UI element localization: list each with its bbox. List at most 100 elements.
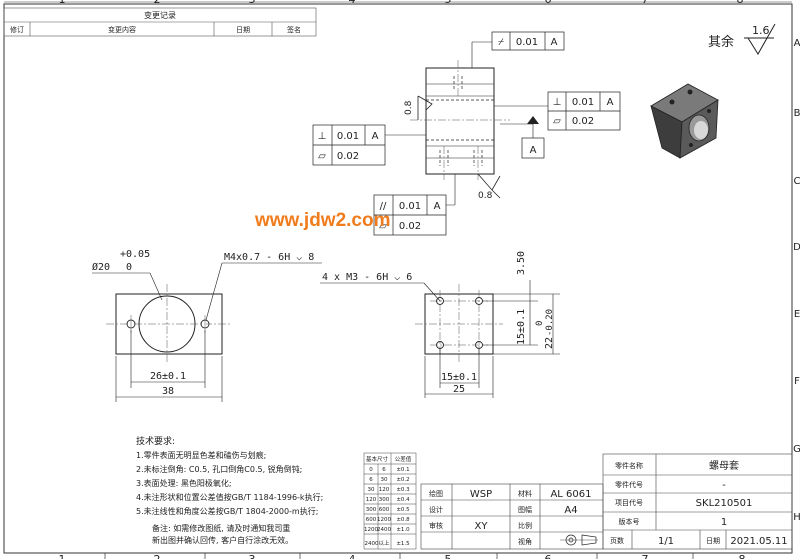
zone-top-6: 6: [545, 0, 552, 6]
left-dim-inner: 26±0.1: [150, 371, 186, 382]
fcf-bottom: // 0.01 A ▱ 0.02: [373, 194, 447, 236]
zone-top-8: 8: [737, 0, 744, 6]
right-view: 4 x M3 - 6H ⌵ 6 3.50 15±0.1 22 0 -0.20 1…: [320, 251, 560, 398]
fcf-bottom-1-symbol: //: [380, 201, 387, 212]
zone-right-g: G: [793, 444, 800, 455]
zone-top-7: 7: [642, 0, 649, 6]
surface-finish-prefix: 其余: [708, 34, 734, 50]
left-thread-note: M4x0.7 - 6H ⌵ 8: [224, 252, 314, 263]
tol-r7-from: 2400以上: [365, 539, 390, 547]
tol-r3-val: ±0.4: [396, 497, 410, 503]
surface-finish-symbol-icon: [744, 23, 776, 55]
zone-right-e: E: [794, 309, 800, 320]
tech-note-2: 2.未标注倒角: C0.5, 孔口倒角C0.5, 锐角倒钝;: [136, 464, 302, 474]
fcf-right-1-datum: A: [607, 97, 614, 108]
tol-r6-from: 1200: [364, 527, 378, 533]
tb-part-code: -: [722, 480, 726, 491]
fcf-left-2-symbol: ▱: [318, 151, 326, 162]
zone-bottom-6: 6: [545, 553, 552, 559]
tol-r1-to: 30: [381, 477, 388, 483]
watermark: www.jdw2.com: [254, 210, 391, 231]
datum-label: A: [530, 145, 537, 156]
tb-drawer: WSP: [470, 489, 492, 500]
right-dim-bottom-inner: 15±0.1: [441, 372, 477, 383]
tb-label-version: 版本号: [619, 517, 640, 526]
tol-header-size: 基本尺寸: [366, 455, 389, 463]
revision-header-content: 变更内容: [108, 25, 136, 34]
tol-r0-val: ±0.1: [396, 467, 409, 473]
zone-top-1: 1: [59, 0, 66, 6]
fcf-right-1-tol: 0.01: [572, 97, 594, 108]
tol-r0-from: 0: [369, 467, 373, 473]
tb-label-size: 图幅: [518, 505, 532, 514]
tb-label-material: 材料: [518, 489, 532, 498]
fcf-right-2-tol: 0.02: [572, 116, 594, 127]
projection-symbol-icon: [560, 534, 598, 546]
tb-label-view: 视角: [518, 537, 532, 546]
right-thread-note: 4 x M3 - 6H ⌵ 6: [322, 272, 412, 283]
tol-r4-from: 300: [366, 507, 377, 513]
tech-notes-title: 技术要求:: [136, 435, 175, 447]
roughness-right-value: 0.8: [478, 191, 493, 201]
zone-right-b: B: [794, 108, 800, 119]
tol-r0-to: 6: [382, 467, 386, 473]
zone-bottom-2: 2: [154, 553, 161, 559]
tb-part-name: 螺母套: [709, 459, 739, 472]
tb-label-part-code: 零件代号: [615, 480, 643, 489]
zone-numbers-top: 1 2 3 4 5 6 7 8: [59, 0, 744, 6]
tech-note-1: 1.零件表面无明显色差和磕伤与划痕;: [136, 450, 266, 460]
zone-bottom-1: 1: [59, 553, 66, 559]
tb-material: AL 6061: [550, 489, 591, 500]
tb-label-date: 日期: [706, 537, 720, 545]
tol-r2-from: 30: [368, 487, 375, 493]
tol-r4-val: ±0.5: [396, 507, 410, 513]
tol-r2-to: 120: [379, 487, 390, 493]
revision-header-sign: 签名: [287, 25, 301, 34]
left-dim-outer: 38: [162, 386, 174, 397]
revision-table: 变更记录 修订 变更内容 日期 签名: [3, 7, 317, 37]
tol-r5-val: ±0.8: [396, 517, 410, 523]
zone-top-2: 2: [154, 0, 161, 6]
left-dia-lower: 0: [126, 262, 132, 273]
zone-top-4: 4: [349, 0, 356, 6]
right-dim-15: 15±0.1: [516, 309, 527, 345]
tb-label-drawing: 绘图: [429, 489, 443, 498]
fcf-top: ⌿ 0.01 A: [491, 31, 565, 51]
right-dim-22-upper: 0: [535, 321, 545, 326]
tech-note-4: 4.未注形状和位置公差值按GB/T 1184-1996-k执行;: [136, 492, 323, 502]
isometric-view: [650, 83, 719, 159]
tol-header-value: 公差值: [395, 455, 412, 463]
tol-r5-from: 600: [366, 517, 377, 523]
tb-label-scale: 比例: [518, 521, 532, 530]
tb-label-design: 设计: [429, 505, 443, 514]
right-dim-bottom-outer: 25: [453, 384, 465, 395]
fcf-left: ⊥ 0.01 A ▱ 0.02: [312, 124, 386, 166]
tech-note-3: 3.表面处理: 黑色阳极氧化;: [136, 478, 232, 488]
fcf-bottom-1-tol: 0.01: [399, 201, 421, 212]
zone-top-5: 5: [445, 0, 452, 6]
tol-r1-from: 6: [369, 477, 373, 483]
tb-project-code: SKL210501: [696, 498, 753, 509]
surface-finish-value: 1.6: [752, 24, 770, 37]
fcf-right-1-symbol: ⊥: [553, 97, 562, 108]
zone-bottom-7: 7: [642, 553, 649, 559]
tb-size: A4: [564, 505, 577, 516]
zone-top-3: 3: [249, 0, 256, 6]
fcf-left-1-tol: 0.01: [337, 131, 359, 142]
zone-bottom-3: 3: [249, 553, 256, 559]
zone-right-a: A: [794, 38, 800, 49]
tech-notes: 技术要求: 1.零件表面无明显色差和磕伤与划痕; 2.未标注倒角: C0.5, …: [136, 435, 323, 545]
right-dim-22-lower: -0.20: [545, 309, 555, 336]
tech-remark-1: 备注: 如需修改图纸, 请及时通知我司重: [152, 523, 290, 533]
zone-right-d: D: [793, 242, 800, 253]
datum-triangle-icon: [527, 116, 539, 124]
zone-right-h: H: [793, 512, 800, 523]
tb-label-part-name: 零件名称: [615, 461, 643, 470]
tolerance-table: 基本尺寸 公差值 0 6 ±0.1 6 30 ±0.2 30 120 ±0.3 …: [363, 452, 417, 550]
tol-r3-to: 300: [379, 497, 390, 503]
roughness-right-icon: [477, 173, 501, 199]
left-dia-label: Ø20: [92, 261, 110, 273]
tol-r6-val: ±1.0: [396, 527, 410, 533]
tol-r3-from: 120: [366, 497, 377, 503]
zone-right-c: C: [794, 176, 800, 187]
